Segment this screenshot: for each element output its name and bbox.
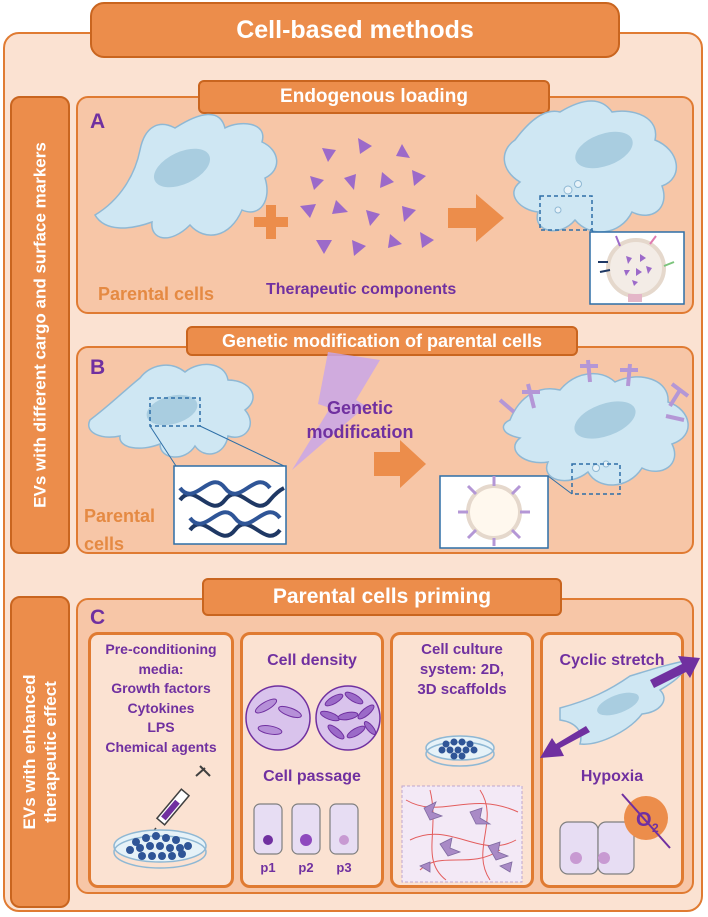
oxygen-strike-icon [621, 793, 671, 849]
panel-a-title: Endogenous loading [198, 80, 550, 114]
parental-cells-b-line2: cells [84, 534, 125, 554]
lightning-bolt-icon [292, 352, 380, 470]
preconditioning-line-6: Chemical agents [105, 738, 217, 755]
low-density-circle [245, 685, 311, 751]
genetic-modification-label: Genetic modification [300, 396, 420, 444]
parental-cells-b-line1: Parental [84, 506, 156, 526]
nucleus-a [153, 148, 211, 188]
nucleus-b [146, 394, 198, 426]
oxygen-label: O [636, 809, 652, 831]
hypoxia-label: Hypoxia [580, 768, 644, 785]
preconditioning-line-1: Pre-conditioning [105, 641, 217, 657]
genetic-modification-line2: modification [306, 422, 414, 442]
side-label-cargo-markers: EVs with different cargo and surface mar… [10, 96, 70, 554]
panel-c-title: Parental cells priming [202, 578, 562, 616]
scaffold-3d [401, 785, 523, 883]
cell-passage-label: Cell passage [263, 768, 361, 785]
parental-cells-label-a: Parental cells [98, 284, 215, 304]
culture-system-line1: Cell culture [421, 641, 503, 658]
stretch-arrow-up-icon [650, 656, 700, 688]
syringe-icon [145, 765, 211, 841]
culture-system-text: Cell culture system: 2D, 3D scaffolds [390, 640, 534, 700]
oxygen-subscript: 2 [652, 821, 659, 835]
arrow-b-icon [374, 440, 426, 488]
passage-p1: p1 [260, 860, 276, 875]
passage-cells [253, 803, 359, 855]
panel-b-letter: B [90, 356, 106, 379]
preconditioning-line-4: Cytokines [127, 699, 195, 716]
nucleus-a-loaded [575, 131, 633, 169]
therapeutic-components-label: Therapeutic components [266, 281, 457, 298]
culture-dish-1 [113, 829, 207, 869]
preconditioning-line-3: Growth factors [111, 680, 211, 696]
panel-a-letter: A [90, 110, 106, 133]
therapeutic-triangles [300, 138, 434, 256]
culture-system-line3: 3D scaffolds [417, 681, 507, 698]
culture-dish-2d [425, 735, 495, 767]
side-label-enhanced-effect: EVs with enhanced therapeutic effect [10, 596, 70, 908]
arrow-a-icon [448, 194, 504, 242]
passage-p3: p3 [336, 860, 352, 875]
oxygen-icon [624, 796, 668, 840]
panel-b-title: Genetic modification of parental cells [186, 326, 578, 356]
preconditioning-line-5: LPS [147, 719, 175, 735]
passage-p2: p2 [298, 860, 314, 875]
stretch-arrow-down-icon [540, 726, 590, 758]
surface-markers [498, 359, 690, 422]
nucleus-b-modified [574, 401, 636, 439]
parental-cells-label-b: Parental cells [84, 502, 155, 558]
hypoxia-cells [559, 821, 635, 875]
zoom-region-b-ev [571, 463, 621, 495]
cell-density-label: Cell density [267, 652, 357, 669]
panel-c-letter: C [90, 606, 106, 629]
main-title: Cell-based methods [90, 2, 620, 58]
cyclic-stretch-label: Cyclic stretch [559, 652, 665, 669]
zoom-region-b [149, 397, 201, 427]
preconditioning-line-2: media: [138, 660, 184, 677]
culture-system-line2: system: 2D, [419, 661, 505, 678]
plus-icon-horizontal [254, 217, 288, 227]
nucleus-stretched [597, 692, 639, 716]
preconditioning-text: Pre-conditioning media: Growth factors C… [88, 640, 234, 757]
dna-helix-icon [178, 480, 285, 538]
zoom-region-a [539, 195, 593, 231]
genetic-modification-line1: Genetic [326, 398, 394, 418]
